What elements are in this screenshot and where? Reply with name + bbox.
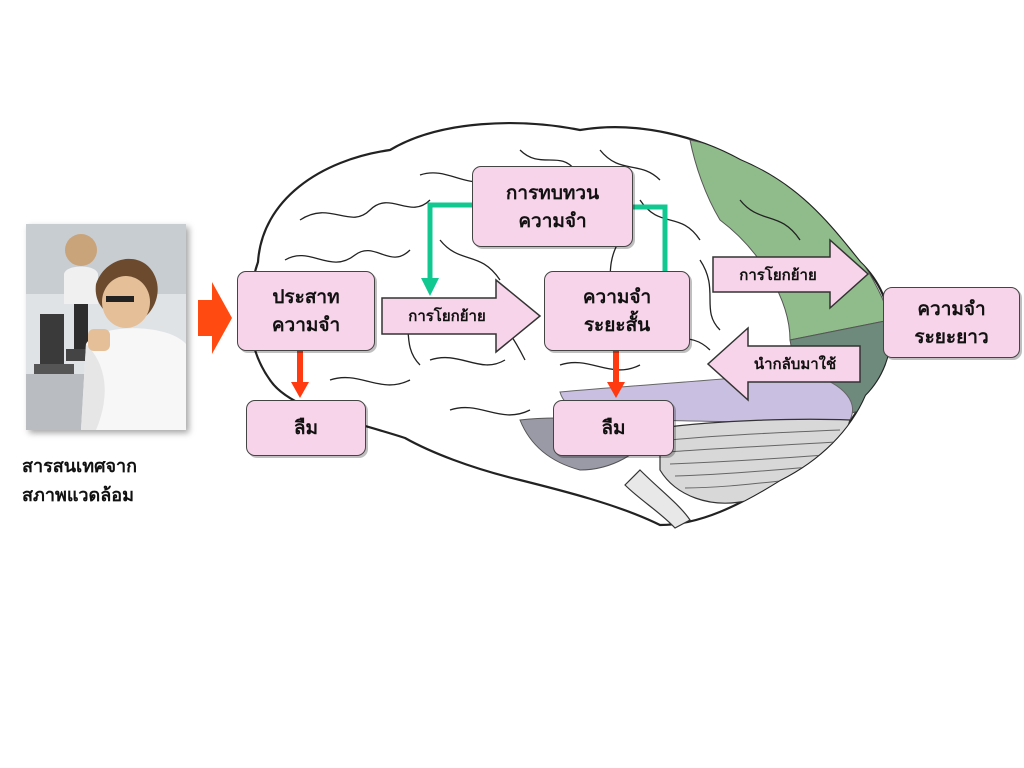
rehearsal-box: การทบทวน ความจำ: [472, 166, 633, 247]
brain-stem: [624, 469, 691, 529]
forget-arrow-2-shaft: [613, 350, 619, 385]
forget-arrow-1-shaft: [297, 350, 303, 385]
rehearsal-loop-right: [633, 204, 668, 272]
cerebellum: [659, 418, 851, 504]
transfer-label-2: การโยกย้าย: [739, 265, 817, 284]
transfer-label-1: การโยกย้าย: [408, 307, 486, 325]
forget-arrow-1-head: [291, 382, 309, 398]
forget-box-1: ลืม: [246, 400, 366, 456]
sensory-memory-box: ประสาท ความจำ: [237, 271, 375, 351]
transfer-arrow-1: [381, 278, 542, 354]
rehearsal-loop-arrowhead: [421, 278, 439, 296]
short-term-memory-box: ความจำ ระยะสั้น: [544, 271, 690, 351]
retrieve-label: นำกลับมาใช้: [753, 355, 837, 373]
scientist-microscope-icon: [26, 224, 186, 430]
forget-arrow-2-head: [607, 382, 625, 398]
long-term-memory-box: ความจำ ระยะยาว: [883, 287, 1020, 358]
forget-box-2: ลืม: [553, 400, 674, 456]
retrieve-arrow: [706, 326, 861, 402]
environment-info-caption: สารสนเทศจาก สภาพแวดล้อม: [22, 456, 138, 506]
transfer-arrow-2: [712, 238, 870, 310]
rehearsal-loop-left: [427, 202, 472, 282]
input-arrow-icon: [198, 282, 232, 354]
